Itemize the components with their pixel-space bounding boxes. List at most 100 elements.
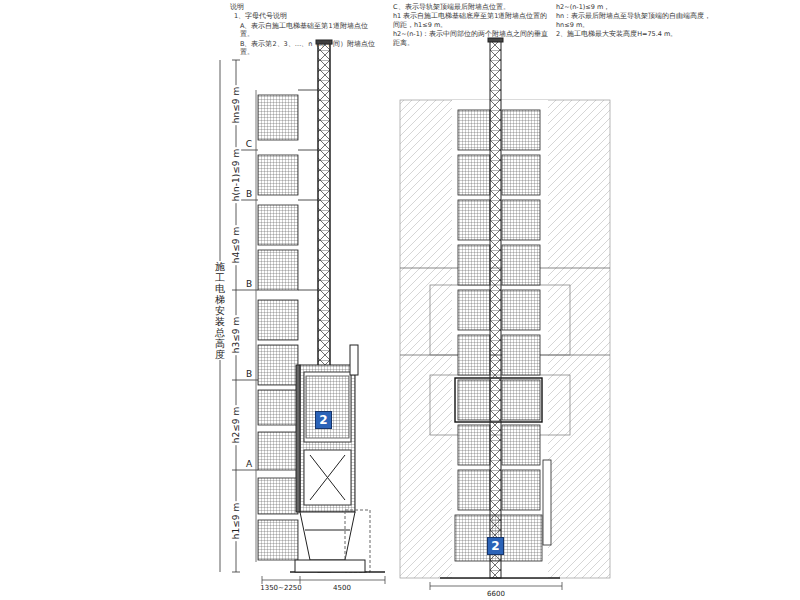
- rect-shape: [258, 390, 298, 425]
- rect-shape: [350, 345, 358, 375]
- width-dimension: 6600: [485, 590, 507, 598]
- rect-shape: [458, 470, 490, 510]
- line-shape: [298, 150, 318, 151]
- line-shape: [430, 586, 562, 587]
- line-shape: [440, 577, 560, 578]
- width-dimension: 1350~2250: [258, 584, 304, 592]
- rect-shape: [258, 478, 298, 514]
- left-cage: [296, 345, 358, 512]
- rect-shape: [258, 95, 298, 140]
- total-height-label: 施工电梯安装总高度: [215, 261, 225, 360]
- line-shape: [256, 90, 257, 562]
- line-shape: [240, 200, 258, 201]
- line-shape: [240, 290, 258, 291]
- cage-number-badge: 2: [487, 537, 504, 555]
- right-mesh-blocks: [455, 110, 551, 561]
- rect-shape: [502, 245, 540, 285]
- rect-shape: [502, 425, 540, 465]
- line-shape: [240, 470, 258, 471]
- attachment-letter: B: [245, 279, 253, 289]
- rect-shape: [304, 450, 351, 505]
- rect-shape: [502, 155, 540, 195]
- attachment-letter: B: [245, 189, 253, 199]
- rect-shape: [258, 300, 298, 340]
- cage-number: 2: [491, 539, 499, 553]
- rect-shape: [458, 155, 490, 195]
- rect-shape: [502, 470, 540, 510]
- height-dimension: h3≤9 m: [231, 315, 241, 355]
- rect-shape: [458, 335, 490, 375]
- rect-shape: [258, 250, 298, 290]
- line-shape: [298, 200, 318, 201]
- line-shape: [232, 572, 240, 573]
- line-shape: [240, 380, 258, 381]
- line-shape: [262, 580, 385, 581]
- line-shape: [300, 576, 301, 584]
- rect-shape: [502, 200, 540, 240]
- height-dimension: h(n-1)≤9 m: [231, 147, 241, 203]
- right-wall-hatch: [400, 100, 610, 578]
- rect-shape: [258, 155, 298, 195]
- rect-shape: [502, 335, 540, 375]
- note-text: h2~(n-1)≤9 m，: [556, 3, 721, 11]
- path-shape: [300, 512, 355, 560]
- attachment-letter: C: [245, 139, 253, 149]
- line-shape: [430, 582, 431, 590]
- width-dimension: 4500: [331, 584, 353, 592]
- note-text: h2~(n-1)：表示中间部位的两个附墙点之间的垂直距离。: [393, 30, 551, 47]
- note-text: h1 表示自施工电梯基础底座至第1道附墙点位置的间距，h1≤9 m。: [393, 12, 551, 29]
- line-shape: [562, 582, 563, 590]
- right-bottom-dimension: [430, 582, 562, 590]
- rect-shape: [458, 425, 490, 465]
- cage-number-badge: 2: [315, 411, 332, 429]
- note-text: hn：表示最后附墙点至导轨架顶端的自由端高度，hn≤9 m。: [556, 12, 721, 29]
- line-shape: [232, 290, 240, 291]
- line-shape: [385, 576, 386, 584]
- rect-shape: [458, 200, 490, 240]
- rect-shape: [258, 205, 298, 245]
- left-dimension: [220, 60, 258, 572]
- rect-shape: [300, 365, 355, 512]
- rect-shape: [488, 38, 503, 42]
- rect-shape: [296, 365, 300, 512]
- rect-shape: [502, 380, 540, 420]
- rect-shape: [502, 290, 540, 330]
- note-text: 1、字母代号说明: [234, 12, 380, 20]
- rect-shape: [258, 345, 298, 385]
- line-shape: [240, 150, 258, 151]
- line-shape: [310, 455, 345, 500]
- height-dimension: hn≤9 m: [231, 85, 241, 125]
- left-base: [290, 510, 385, 572]
- height-dimension: h1≤9 m: [231, 501, 241, 541]
- line-shape: [262, 576, 263, 584]
- line-shape: [298, 290, 318, 291]
- line-shape: [298, 90, 318, 91]
- height-dimension: h2≤9 m: [231, 405, 241, 445]
- left-bottom-dimension: [262, 576, 385, 584]
- attachment-letter: A: [245, 459, 253, 469]
- line-shape: [310, 455, 345, 500]
- rect-shape: [458, 380, 490, 420]
- line-shape: [232, 60, 240, 61]
- note-text: B、表示第2、3、…、n（即中间）附墙点位置。: [240, 40, 380, 57]
- height-dimension: h4≤9 m: [231, 225, 241, 265]
- line-shape: [232, 380, 240, 381]
- rect-shape: [543, 460, 551, 545]
- note-text: 2、施工电梯最大安装高度H=75.4 m。: [556, 30, 721, 38]
- rect-shape: [304, 372, 351, 442]
- rect-shape: [458, 290, 490, 330]
- rect-shape: [258, 432, 298, 470]
- cage-number: 2: [319, 413, 327, 427]
- rect-shape: [306, 376, 349, 438]
- rect-shape: [295, 560, 365, 572]
- rect-shape: [258, 520, 298, 560]
- attachment-letter: B: [245, 369, 253, 379]
- note-text: C、表示导轨架顶端最后附墙点位置。: [393, 3, 551, 11]
- line-shape: [232, 470, 240, 471]
- line-shape: [305, 530, 350, 531]
- rect-shape: [490, 40, 501, 578]
- rect-shape: [458, 245, 490, 285]
- rect-shape: [458, 110, 490, 150]
